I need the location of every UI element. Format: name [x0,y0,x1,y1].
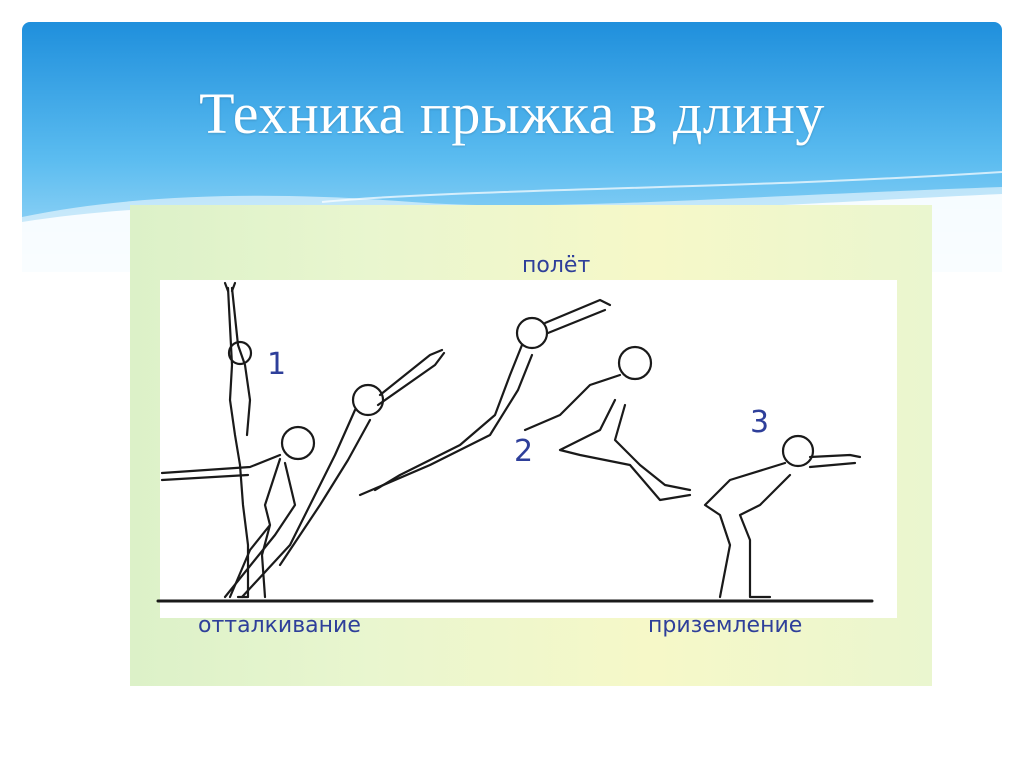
long-jump-illustration: полёт отталкивание приземление 1 2 3 [130,205,932,686]
figure-takeoff-lean [160,425,316,599]
phase-number-2: 2 [514,434,534,469]
phase-number-3: 3 [750,405,770,440]
figure-takeoff-standing [223,281,253,599]
label-flight: полёт [522,253,591,278]
figure-flight-hang [523,345,692,502]
phase-number-1: 1 [267,347,287,382]
figure-landing [703,434,862,599]
figure-flight-stretched [358,298,612,497]
slide-title: Техника прыжка в длину [199,81,825,146]
figure-early-flight [240,348,446,599]
jump-phase-figures [156,281,874,603]
label-takeoff: отталкивание [198,613,361,638]
label-landing: приземление [648,613,803,638]
